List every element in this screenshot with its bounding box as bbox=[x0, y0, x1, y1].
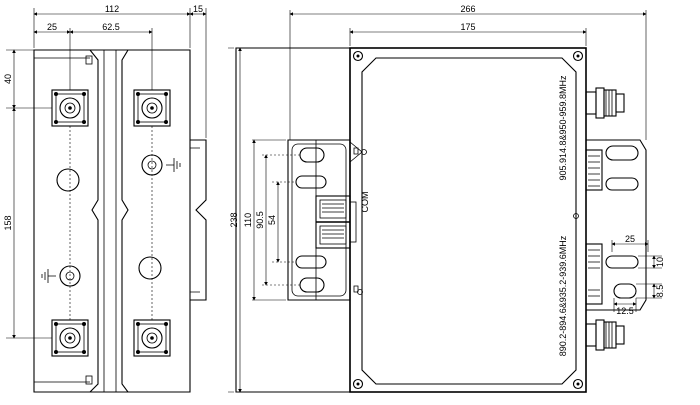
ground-terminal-upper bbox=[141, 154, 181, 176]
side-view-dimensions bbox=[6, 8, 207, 339]
dim-8-5: 8.5 bbox=[655, 285, 665, 298]
n-connector-upper bbox=[585, 87, 625, 119]
dim-62-5: 62.5 bbox=[102, 22, 120, 32]
dim-158: 158 bbox=[3, 215, 13, 230]
side-port bbox=[585, 149, 603, 191]
band-label-lower: 890.2-894.6&935.2-939.6MHz bbox=[558, 235, 568, 356]
connector-top-right bbox=[133, 89, 171, 127]
dim-25-top: 25 bbox=[47, 22, 57, 32]
front-view-rear-body bbox=[235, 47, 351, 393]
connector-bottom-left bbox=[51, 319, 89, 357]
slot-hole bbox=[605, 145, 639, 161]
connector-top-left bbox=[51, 89, 89, 127]
side-port bbox=[585, 243, 603, 305]
side-view-flange-detail bbox=[190, 147, 200, 293]
dim-175: 175 bbox=[460, 22, 475, 32]
dim-15: 15 bbox=[193, 4, 203, 14]
dim-112: 112 bbox=[105, 4, 119, 14]
ground-terminal-lower bbox=[41, 265, 81, 287]
side-view bbox=[33, 49, 207, 393]
com-connector bbox=[315, 195, 357, 249]
side-view-flange-edge bbox=[34, 57, 90, 383]
right-bracket bbox=[586, 139, 647, 311]
band-label-upper: 905.914.8&950-959.8MHz bbox=[558, 75, 568, 181]
dim-110: 110 bbox=[243, 213, 253, 227]
connector-bottom-right bbox=[133, 319, 171, 357]
cover-notch bbox=[349, 141, 363, 163]
dim-54: 54 bbox=[267, 215, 277, 225]
dim-238: 238 bbox=[229, 212, 239, 227]
left-bracket bbox=[287, 139, 351, 301]
side-view-right-flange bbox=[190, 139, 207, 301]
cover-recess bbox=[361, 57, 577, 385]
dimension-labels: 112 15 25 62.5 40 158 266 175 238 110 90… bbox=[3, 4, 665, 316]
mount-hole bbox=[138, 256, 162, 280]
slot-hole bbox=[295, 255, 327, 269]
side-view-bulge-left bbox=[89, 49, 99, 393]
dim-266: 266 bbox=[460, 4, 475, 14]
front-view-dimensions bbox=[228, 10, 662, 393]
front-view: COM 905.914.8&950-959.8MHz 890.2-894.6&9… bbox=[235, 47, 647, 393]
slot-hole bbox=[299, 277, 325, 293]
dim-25-right: 25 bbox=[625, 234, 635, 244]
side-view-bulge-right bbox=[121, 49, 129, 393]
slot-hole bbox=[613, 283, 637, 299]
corner-bump bbox=[85, 55, 93, 65]
slot-hole bbox=[605, 255, 639, 269]
corner-bump bbox=[85, 375, 93, 385]
front-view-cover bbox=[349, 47, 587, 393]
dim-90-5: 90.5 bbox=[255, 211, 265, 229]
side-view-centerline bbox=[103, 50, 117, 392]
n-connector-lower bbox=[585, 319, 625, 351]
corner-screw bbox=[352, 50, 584, 390]
slot-hole bbox=[299, 147, 325, 163]
dim-10: 10 bbox=[655, 257, 665, 267]
com-label: COM bbox=[360, 192, 370, 213]
slot-hole bbox=[295, 175, 327, 189]
dim-40: 40 bbox=[3, 74, 13, 84]
dim-12-5: 12.5 bbox=[616, 306, 634, 316]
side-view-outline bbox=[33, 49, 191, 393]
mount-hole bbox=[56, 168, 80, 192]
slot-hole bbox=[605, 177, 639, 191]
